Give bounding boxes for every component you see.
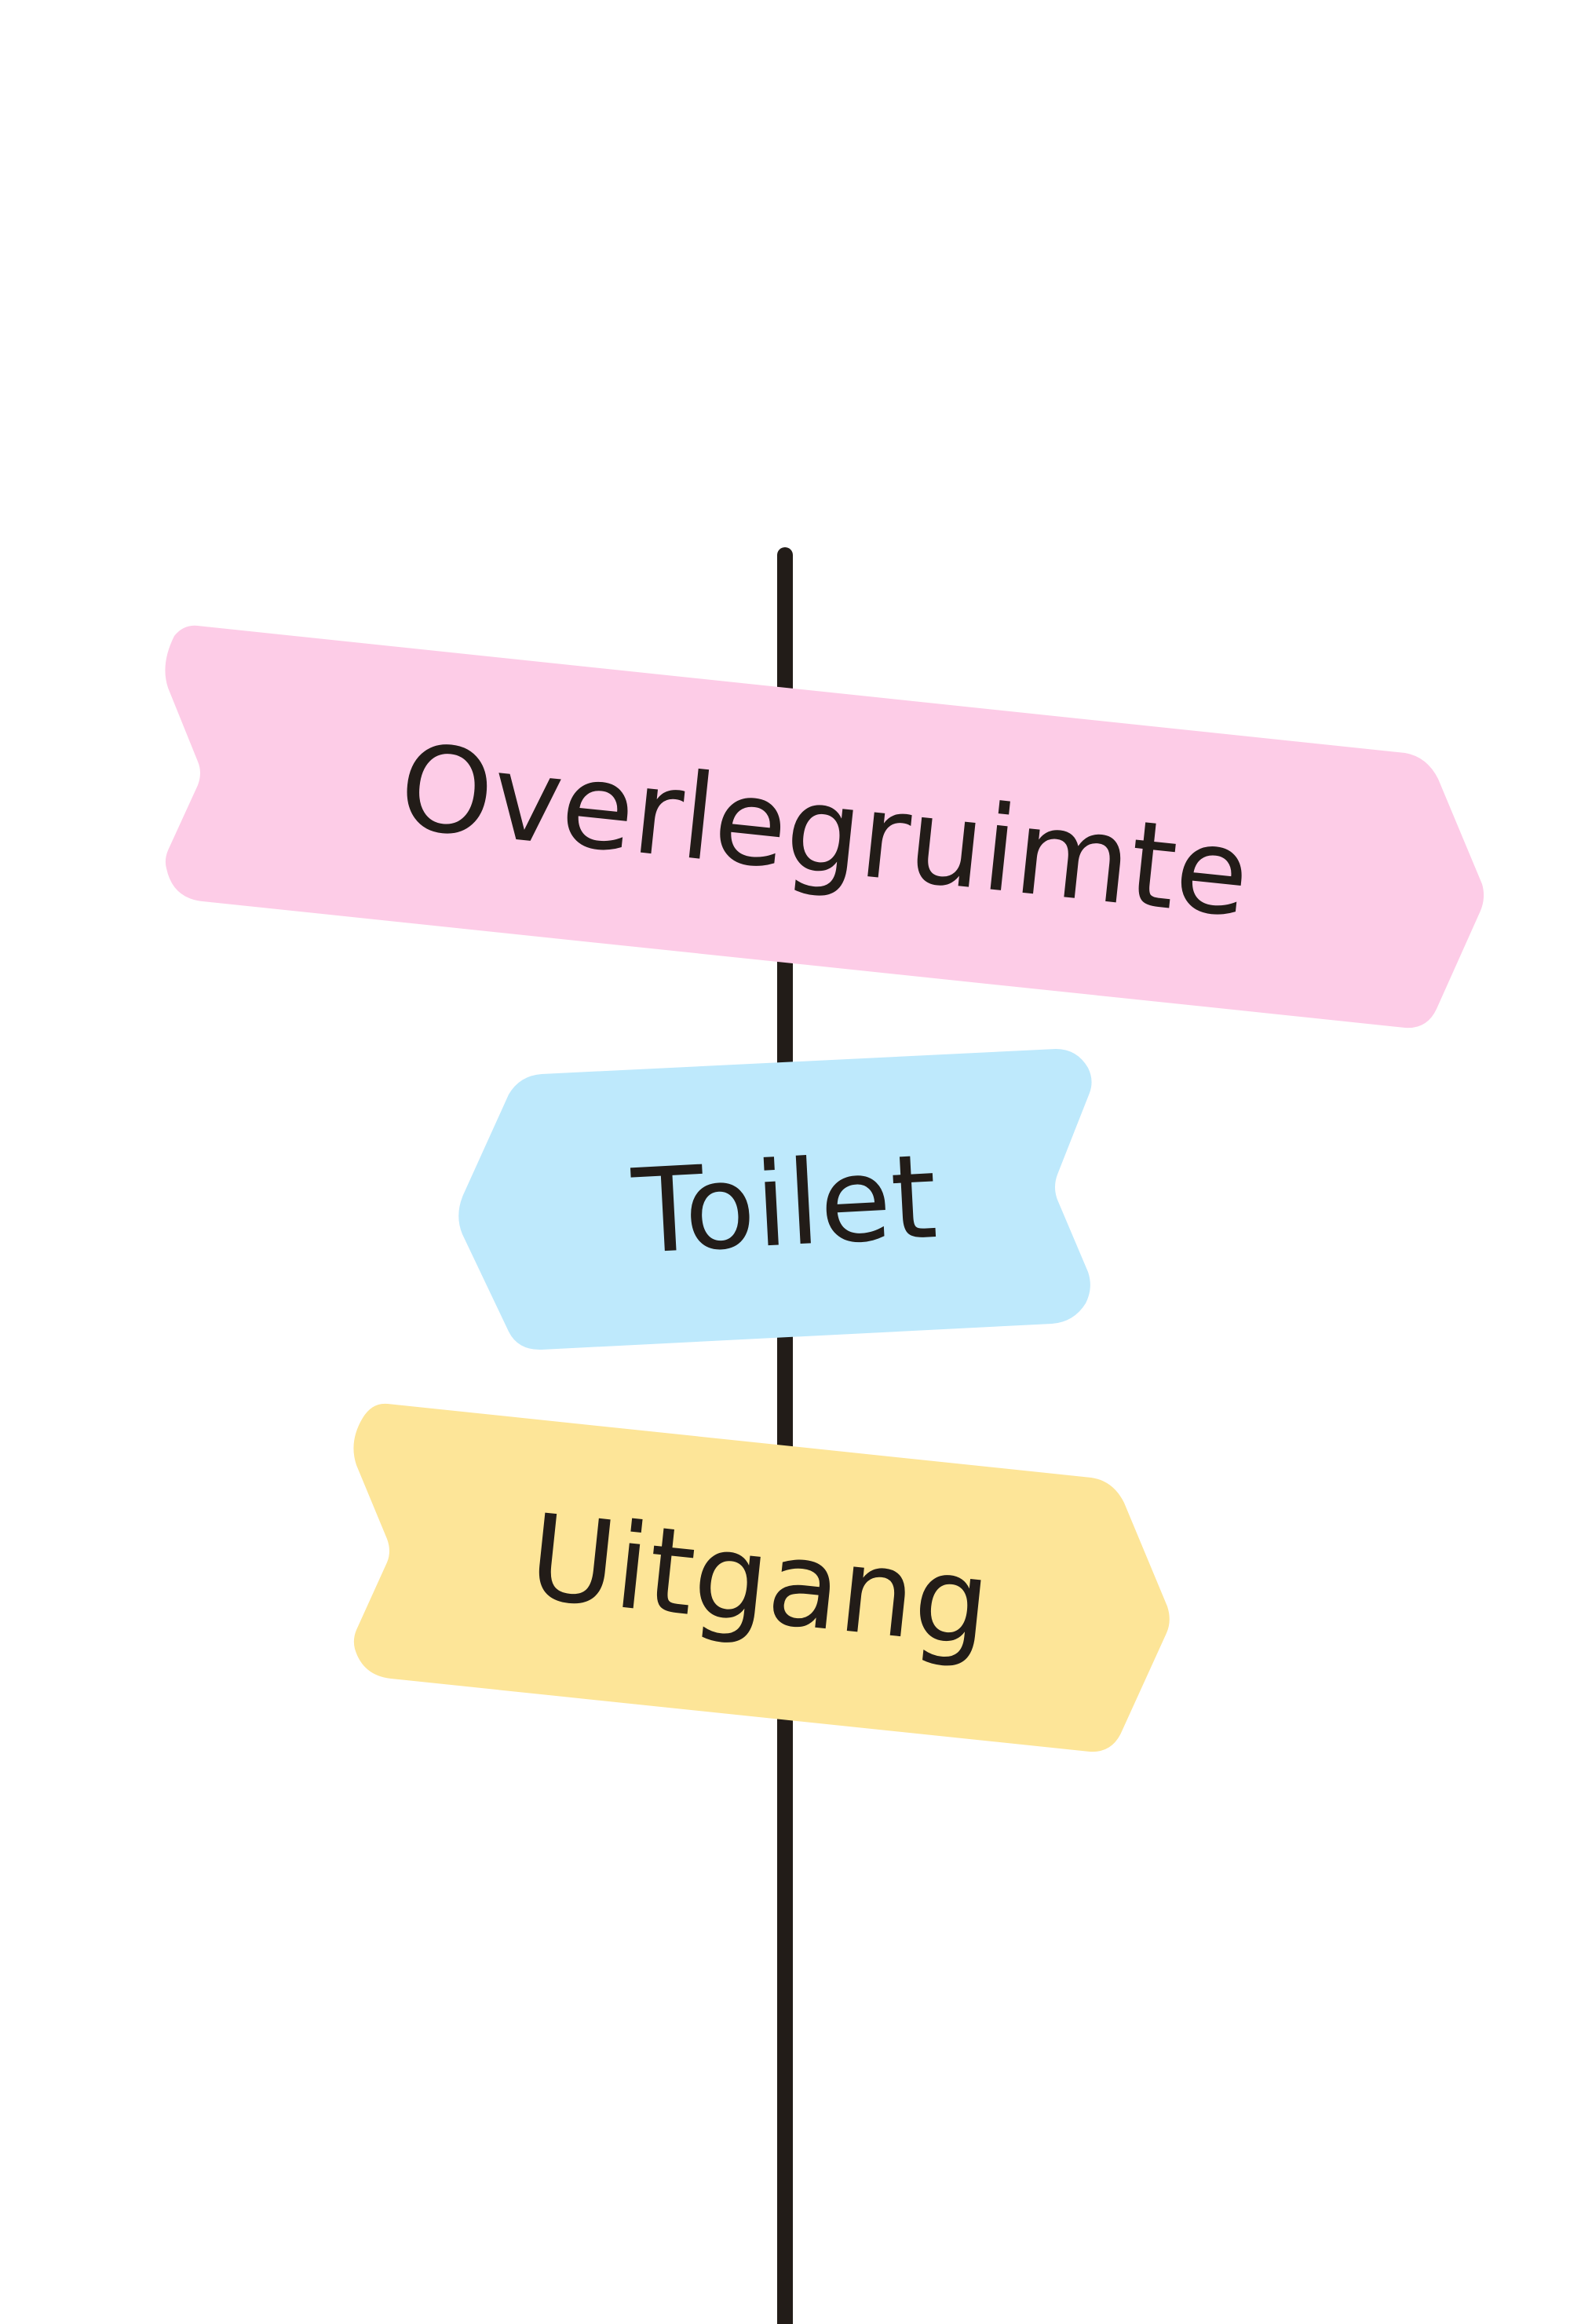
sign-uitgang: Uitgang xyxy=(353,1403,1170,1752)
sign-overlegruimte: Overlegruimte xyxy=(165,625,1484,1029)
sign-uitgang-board xyxy=(353,1403,1170,1752)
sign-toilet-board xyxy=(458,1049,1092,1350)
sign-overlegruimte-board xyxy=(165,625,1484,1029)
sign-toilet-label: Toilet xyxy=(629,1129,940,1280)
sign-toilet: Toilet xyxy=(458,1049,1092,1350)
